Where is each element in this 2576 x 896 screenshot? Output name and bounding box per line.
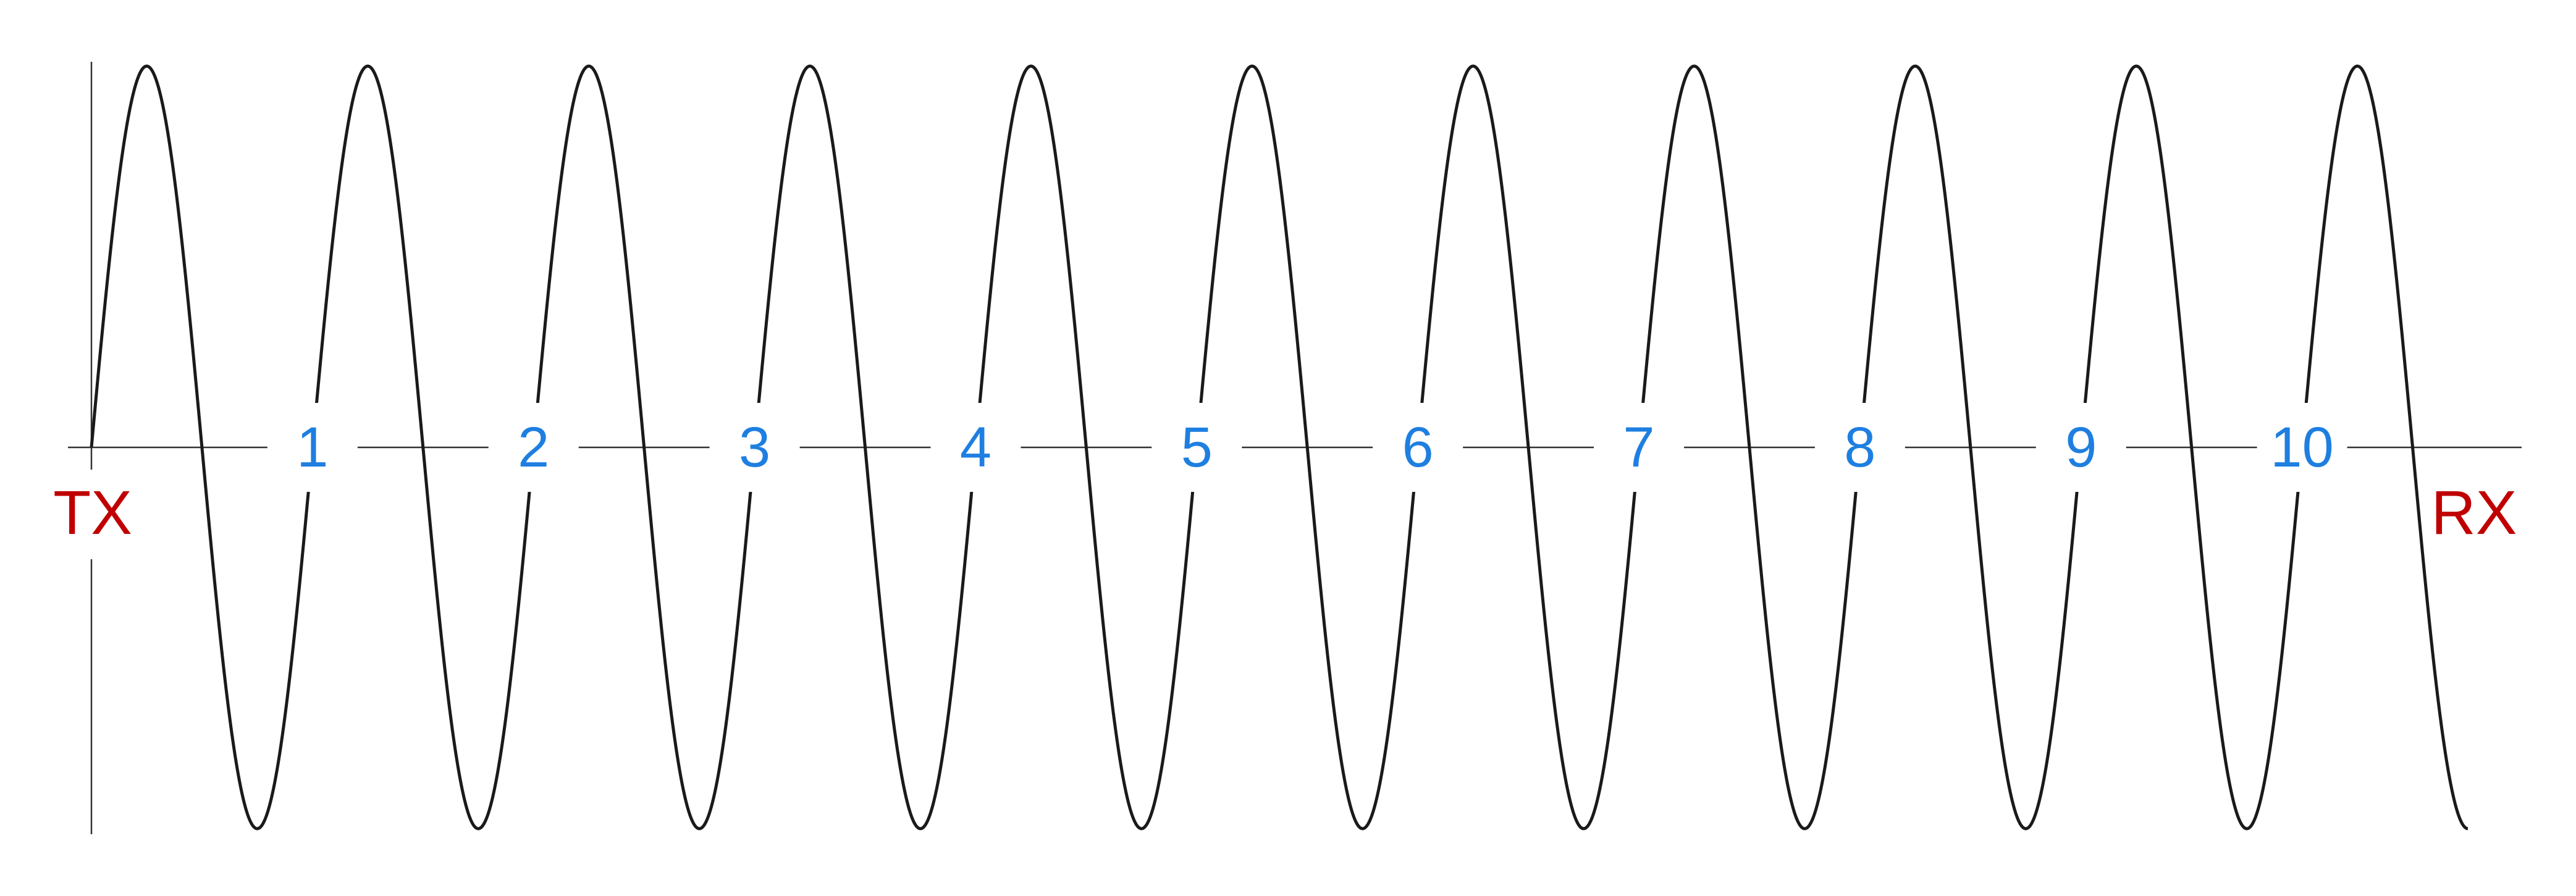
cycle-label: 1 <box>297 416 328 479</box>
rx-label: RX <box>2431 478 2517 547</box>
cycle-label: 7 <box>1623 416 1654 479</box>
cycle-label-gap <box>709 403 800 492</box>
cycle-label-gap <box>2257 403 2347 492</box>
cycle-label-gap <box>1814 403 1905 492</box>
cycle-labels: 1 2 3 4 5 6 7 8 9 10 <box>267 403 2347 492</box>
cycle-label-gap <box>267 403 358 492</box>
cycle-label-gap <box>930 403 1021 492</box>
cycle-label-gap <box>2035 403 2126 492</box>
cycle-label: 3 <box>739 416 770 479</box>
cycle-label: 2 <box>518 416 549 479</box>
tx-label: TX <box>53 478 132 547</box>
cycle-label-gap <box>1373 403 1463 492</box>
cycle-label-gap <box>1594 403 1685 492</box>
tx-label-gap <box>56 473 130 556</box>
cycle-label: 6 <box>1402 416 1434 479</box>
cycle-label: 8 <box>1844 416 1875 479</box>
cycle-label: 4 <box>960 416 991 479</box>
cycle-label: 10 <box>2270 416 2333 479</box>
sine-wave <box>90 64 2469 830</box>
cycle-label-gap <box>488 403 579 492</box>
cycle-label: 5 <box>1181 416 1213 479</box>
cycle-label: 9 <box>2065 416 2097 479</box>
cycle-label-gap <box>1151 403 1242 492</box>
